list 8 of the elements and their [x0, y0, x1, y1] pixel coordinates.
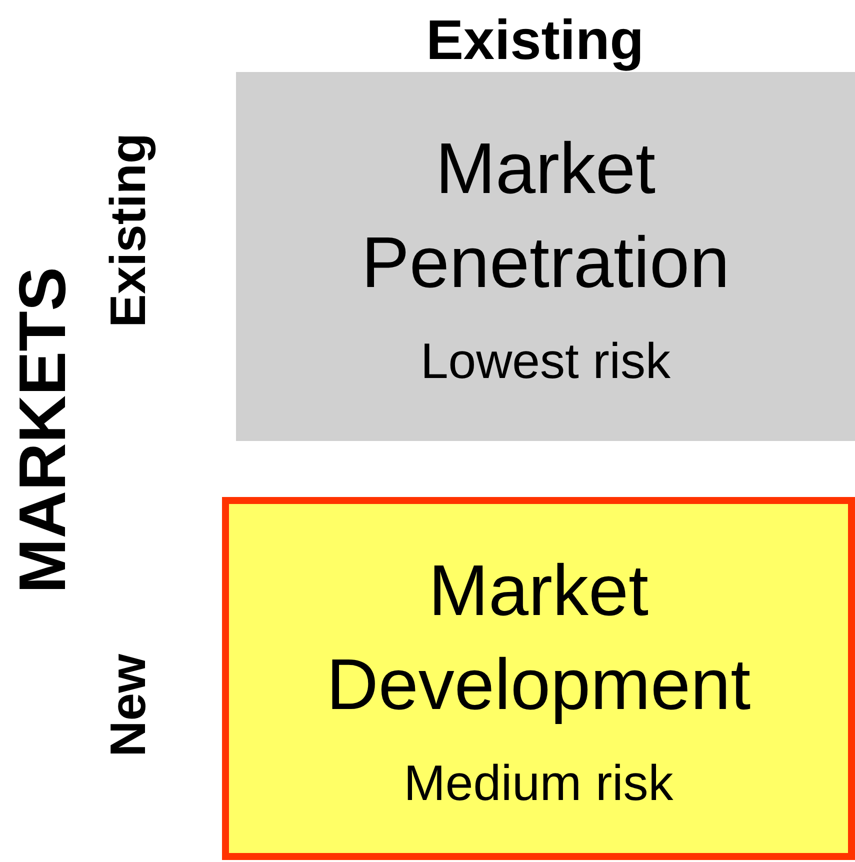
quadrant-title: Market Development [325, 550, 752, 726]
row-header: New [103, 654, 153, 756]
axis-title: MARKETS [9, 266, 75, 594]
highlighted-quadrant-box [222, 497, 855, 860]
risk-level-text: Lowest risk [420, 332, 671, 390]
quadrant-box [236, 72, 855, 441]
quadrant-title: Market Penetration [360, 128, 731, 304]
risk-level-text: Medium risk [404, 754, 674, 812]
